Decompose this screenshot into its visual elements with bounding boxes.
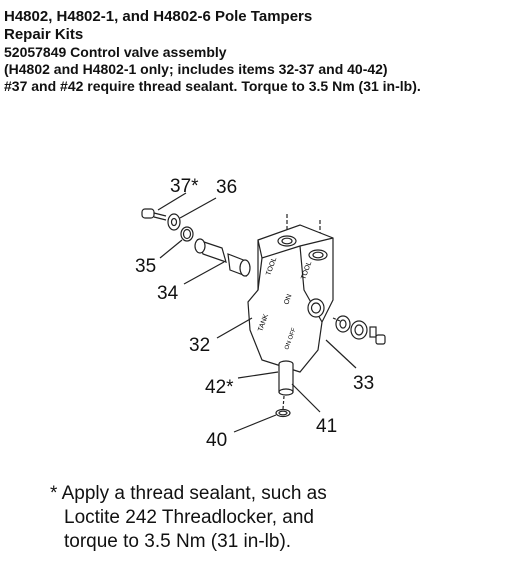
leader-41 <box>291 383 321 413</box>
title-line-2: Repair Kits <box>4 26 84 43</box>
valve-42 <box>278 360 294 396</box>
screw-37 <box>141 208 167 221</box>
o-ring-35 <box>180 226 194 242</box>
right-fitting-33 <box>332 315 386 345</box>
callout-42: 42* <box>205 377 234 398</box>
leader-36 <box>179 197 217 219</box>
footnote: * Apply a thread sealant, such as Loctit… <box>50 482 490 554</box>
callout-40: 40 <box>206 430 227 451</box>
header: H4802, H4802-1, and H4802-6 Pole Tampers… <box>4 8 504 95</box>
callout-32: 32 <box>189 335 210 356</box>
washer-36 <box>167 213 181 231</box>
leader-35 <box>159 239 183 259</box>
leader-32 <box>216 317 253 339</box>
leader-34 <box>183 261 225 285</box>
callout-36: 36 <box>216 177 237 198</box>
title-line-1: H4802, H4802-1, and H4802-6 Pole Tampers <box>4 8 313 25</box>
kit-applicability: (H4802 and H4802-1 only; includes items … <box>4 61 388 77</box>
leader-33 <box>325 339 357 369</box>
callout-37: 37* <box>170 176 199 197</box>
o-ring-40 <box>275 395 291 418</box>
kit-part-number: 52057849 Control valve assembly <box>4 44 227 60</box>
sealant-note: #37 and #42 require thread sealant. Torq… <box>4 78 421 94</box>
callout-41: 41 <box>316 416 337 437</box>
leader-40 <box>233 414 277 433</box>
footnote-line-1: * Apply a thread sealant, such as <box>50 483 327 504</box>
spool-34 <box>194 238 251 277</box>
marking-on: ON <box>283 293 293 305</box>
leader-42 <box>237 371 279 379</box>
footnote-line-2: Loctite 242 Threadlocker, and <box>64 507 314 528</box>
leader-37 <box>157 192 187 211</box>
control-valve-exploded-diagram: TOOL TOOL ON TANK ON OFF <box>135 176 386 451</box>
callout-35: 35 <box>135 256 156 277</box>
valve-body: TOOL TOOL ON TANK ON OFF <box>247 224 334 373</box>
callout-33: 33 <box>353 373 374 394</box>
callout-34: 34 <box>157 283 179 304</box>
footnote-line-3: torque to 3.5 Nm (31 in-lb). <box>64 531 292 552</box>
